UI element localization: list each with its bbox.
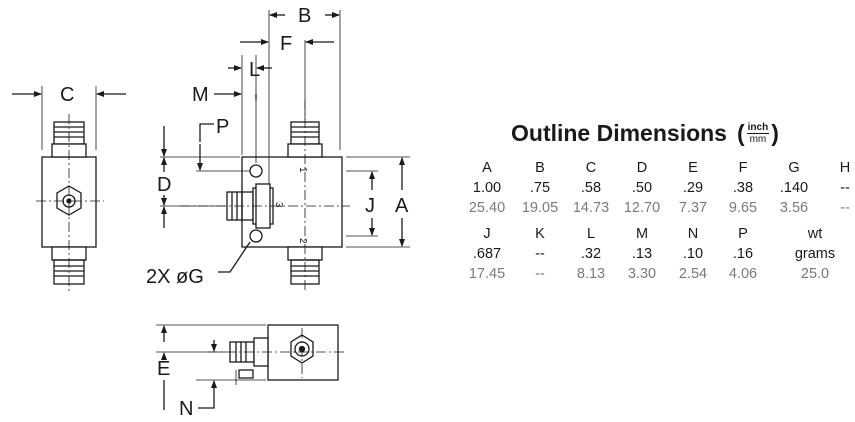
dim-label-d: D bbox=[157, 174, 171, 196]
table2-headers-cell-2: L bbox=[586, 226, 596, 242]
table2-mm-cell-4: 2.54 bbox=[678, 266, 708, 282]
table2-headers-cell-3: M bbox=[635, 226, 649, 242]
table1-mm-cell-6: 3.56 bbox=[779, 200, 809, 216]
unit-open-paren: ( bbox=[736, 120, 745, 146]
table1-mm-cell-1: 19.05 bbox=[521, 200, 559, 216]
table2-mm-cell-3: 3.30 bbox=[627, 266, 657, 282]
table1-mm-cell-4: 7.37 bbox=[678, 200, 708, 216]
table1-headers-cell-1: B bbox=[535, 160, 545, 176]
table1-mm-cell-3: 12.70 bbox=[623, 200, 661, 216]
unit-indicator: ( inch mm ) bbox=[737, 120, 779, 147]
table2-mm-cell-5: 4.06 bbox=[728, 266, 758, 282]
outline-dimensions-title: Outline Dimensions ( inch mm ) bbox=[511, 120, 779, 147]
table1-inch-cell-0: 1.00 bbox=[472, 180, 502, 196]
table1-mm-cell-5: 9.65 bbox=[728, 200, 758, 216]
table2-mm-cell-1: -- bbox=[535, 266, 545, 282]
port-1-label: 1 bbox=[297, 167, 308, 173]
top-view bbox=[160, 10, 410, 292]
table1-mm-cell-7: -- bbox=[840, 200, 850, 216]
table1-headers-cell-5: F bbox=[738, 160, 748, 176]
table-1-header-row: A B C D E F G H bbox=[445, 158, 855, 178]
table1-headers-cell-0: A bbox=[482, 160, 492, 176]
table1-inch-cell-5: .38 bbox=[732, 180, 754, 196]
unit-mm: mm bbox=[749, 134, 767, 145]
table1-headers-cell-2: C bbox=[585, 160, 597, 176]
table1-mm-cell-0: 25.40 bbox=[468, 200, 506, 216]
table1-inch-cell-7: -- bbox=[840, 180, 850, 196]
table2-inch-cell-6: grams bbox=[794, 246, 836, 262]
table1-inch-cell-4: .29 bbox=[682, 180, 704, 196]
dim-label-c: C bbox=[60, 84, 74, 106]
table2-inch-cell-0: .687 bbox=[472, 246, 502, 262]
table1-inch-cell-6: .140 bbox=[779, 180, 809, 196]
table-2-mm-row: 17.45 -- 8.13 3.30 2.54 4.06 25.0 bbox=[445, 264, 855, 284]
hole-callout: 2X øG bbox=[146, 266, 204, 288]
port-3-label: 3 bbox=[273, 202, 284, 208]
dim-label-e: E bbox=[157, 358, 170, 380]
dim-label-a: A bbox=[395, 195, 409, 217]
end-view bbox=[12, 86, 126, 292]
dim-label-n: N bbox=[179, 398, 193, 420]
table2-inch-cell-5: .16 bbox=[732, 246, 754, 262]
table1-inch-cell-1: .75 bbox=[529, 180, 551, 196]
table-1-mm-row: 25.40 19.05 14.73 12.70 7.37 9.65 3.56 -- bbox=[445, 198, 855, 218]
dim-label-p: P bbox=[216, 116, 229, 138]
table1-headers-cell-3: D bbox=[636, 160, 648, 176]
table1-inch-cell-3: .50 bbox=[631, 180, 653, 196]
dimensions-table-1: A B C D E F G H 1.00 .75 .58 .50 .29 .38 .140 -- 25.40… bbox=[445, 158, 855, 218]
unit-close-paren: ) bbox=[771, 120, 779, 146]
table2-headers-cell-4: N bbox=[687, 226, 699, 242]
table2-mm-cell-2: 8.13 bbox=[576, 266, 606, 282]
port-2-label: 2 bbox=[297, 238, 308, 244]
table2-headers-cell-5: P bbox=[738, 226, 748, 242]
outline-drawing: B F L M C P D J A 2X øG E N 1 2 3 bbox=[12, 5, 410, 420]
table2-inch-cell-3: .13 bbox=[631, 246, 653, 262]
table2-inch-cell-4: .10 bbox=[682, 246, 704, 262]
dim-label-b: B bbox=[298, 5, 311, 27]
table2-headers-cell-1: K bbox=[535, 226, 545, 242]
table2-inch-cell-2: .32 bbox=[580, 246, 602, 262]
table2-mm-cell-6: 25.0 bbox=[800, 266, 830, 282]
side-view bbox=[156, 324, 345, 410]
table1-inch-cell-2: .58 bbox=[580, 180, 602, 196]
table1-headers-cell-4: E bbox=[688, 160, 698, 176]
unit-fraction: inch mm bbox=[746, 122, 770, 145]
table2-headers-cell-0: J bbox=[483, 226, 491, 242]
dim-label-j: J bbox=[365, 195, 375, 217]
title-text: Outline Dimensions bbox=[511, 120, 727, 146]
table2-mm-cell-0: 17.45 bbox=[468, 266, 506, 282]
table1-headers-cell-6: G bbox=[788, 160, 800, 176]
table2-inch-cell-1: -- bbox=[535, 246, 545, 262]
dim-label-m: M bbox=[192, 84, 209, 106]
table1-mm-cell-2: 14.73 bbox=[572, 200, 610, 216]
table2-headers-cell-6: wt bbox=[807, 226, 823, 242]
table-2-inch-row: .687 -- .32 .13 .10 .16 grams bbox=[445, 244, 855, 264]
unit-inch: inch bbox=[746, 122, 770, 134]
table-1-inch-row: 1.00 .75 .58 .50 .29 .38 .140 -- bbox=[445, 178, 855, 198]
dim-label-l: L bbox=[249, 59, 260, 81]
table1-headers-cell-7: H bbox=[839, 160, 851, 176]
dim-label-f: F bbox=[280, 33, 292, 55]
